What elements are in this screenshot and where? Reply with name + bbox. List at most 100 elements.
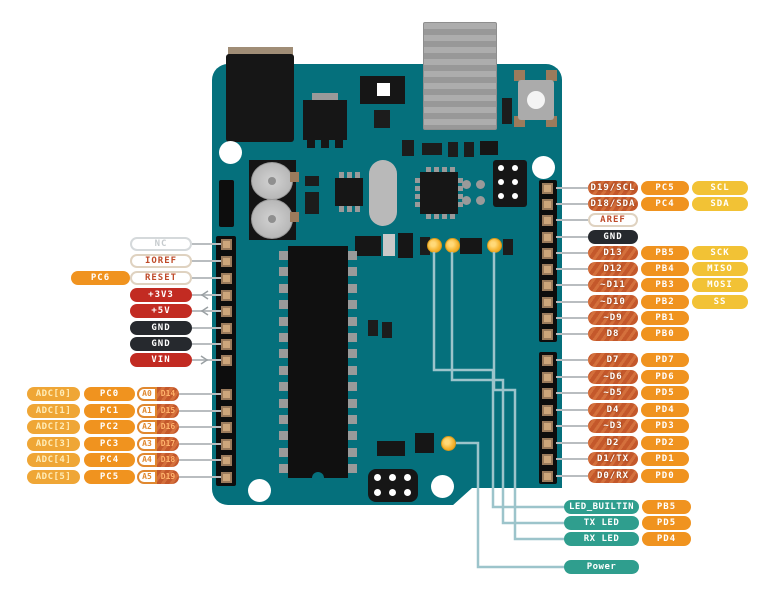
pin-label-pc5: PC5 <box>641 181 689 195</box>
pin-label-d13: D13 <box>588 246 638 260</box>
pin-label-d4: D4 <box>588 403 638 417</box>
chip-leg <box>434 213 439 219</box>
voltage-regulator <box>303 100 347 140</box>
chip-leg <box>457 178 463 183</box>
chip-leg <box>348 283 357 293</box>
pin-label-rx-led: RX LED <box>564 532 639 546</box>
pin-label-a1: A1 <box>137 404 157 418</box>
pin-pad <box>221 256 232 267</box>
smd-component <box>503 239 513 255</box>
icsp-hole <box>403 473 411 481</box>
chip-leg <box>279 349 288 359</box>
pin-pad <box>542 405 553 416</box>
chip-leg <box>348 447 357 457</box>
pin-label-gnd: GND <box>130 337 192 351</box>
chip-leg <box>279 333 288 342</box>
chip-leg <box>457 186 463 191</box>
smd-component <box>383 234 395 256</box>
pin-label-adc-5: ADC[5] <box>27 470 80 484</box>
pin-label-d2: D2 <box>588 436 638 450</box>
pin-label-a5: A5 <box>137 470 157 484</box>
via-dot <box>461 179 471 189</box>
chip-leg <box>348 316 357 326</box>
chip-leg <box>415 178 421 183</box>
pin-label-pb2: PB2 <box>641 295 689 309</box>
button-pad <box>546 116 557 127</box>
pin-label-mosi: MOSI <box>692 278 748 292</box>
chip-leg <box>348 415 357 424</box>
pin-label-pb3: PB3 <box>641 278 689 292</box>
pin-label-pb1: PB1 <box>641 311 689 325</box>
pin-pad <box>542 454 553 465</box>
smd-component <box>368 320 378 336</box>
pin-label-sda: SDA <box>692 197 748 211</box>
pin-label-d7: D7 <box>588 353 638 367</box>
pin-label-pb5: PB5 <box>642 500 691 514</box>
pin-label-power: Power <box>564 560 639 574</box>
regulator-tab <box>312 93 338 100</box>
soic-chip <box>335 178 363 206</box>
icsp-hole <box>498 165 504 171</box>
smd-component <box>382 322 392 338</box>
signal-trace <box>456 441 564 569</box>
pin-label-a3: A3 <box>137 437 157 451</box>
usb-interface-chip <box>420 172 458 214</box>
barrel-jack-lip <box>228 47 293 55</box>
pin-label-d6: ~D6 <box>588 370 638 384</box>
pin-pad <box>542 329 553 340</box>
pin-pad <box>542 183 553 194</box>
smd-component <box>420 237 430 255</box>
chip-leg <box>279 316 288 326</box>
mounting-hole <box>248 479 271 502</box>
chip-leg <box>279 300 288 310</box>
icsp-hole <box>373 488 381 496</box>
pin-label-d5: ~D5 <box>588 386 638 400</box>
pin-label-pc6: PC6 <box>71 271 130 285</box>
pin-label-sck: SCK <box>692 246 748 260</box>
pin-label-pc4: PC4 <box>84 453 135 467</box>
pin-pad <box>542 313 553 324</box>
pin-header <box>539 352 557 484</box>
pin-pad <box>221 306 232 317</box>
chip-leg <box>415 194 421 199</box>
chip-leg <box>457 194 463 199</box>
chip-leg <box>348 382 357 392</box>
pin-pad <box>221 439 232 450</box>
pin-label-adc-2: ADC[2] <box>27 420 80 434</box>
pin-label-ss: SS <box>692 295 748 309</box>
pin-label-gnd: GND <box>130 321 192 335</box>
pin-label-pb4: PB4 <box>641 262 689 276</box>
pin-header-end <box>219 180 234 227</box>
pin-label-d1-tx: D1/TX <box>588 452 638 466</box>
pin-label-d10: ~D10 <box>588 295 638 309</box>
pin-label-d12: D12 <box>588 262 638 276</box>
chip-leg <box>415 186 421 191</box>
pin-label-d0-rx: D0/RX <box>588 469 638 483</box>
chip-leg <box>348 349 357 359</box>
pin-pad <box>221 323 232 334</box>
pin-label-pc4: PC4 <box>641 197 689 211</box>
pin-label-aref: AREF <box>588 213 638 227</box>
chip-leg <box>339 206 344 212</box>
reset-button-cap <box>527 91 545 109</box>
chip-leg <box>279 398 288 408</box>
pin-pad <box>221 406 232 417</box>
chip-leg <box>348 464 357 474</box>
board-edge-notch <box>452 488 565 506</box>
pin-pad <box>221 422 232 433</box>
usb-connector <box>423 22 497 130</box>
chip-leg <box>348 251 357 260</box>
signal-trace <box>492 252 564 541</box>
pin-label-led-builtin: LED_BUILTIN <box>564 500 639 514</box>
chip-leg <box>442 213 447 219</box>
pin-label-a4: A4 <box>137 453 157 467</box>
pin-label-5v: +5V <box>130 304 192 318</box>
smd-component <box>402 140 414 156</box>
regulator-leg <box>321 140 329 148</box>
pin-label-vin: VIN <box>130 353 192 367</box>
chip-leg <box>347 172 352 178</box>
pin-label-d18-sda: D18/SDA <box>588 197 638 211</box>
chip-leg <box>279 365 288 375</box>
pin-pad <box>221 239 232 250</box>
